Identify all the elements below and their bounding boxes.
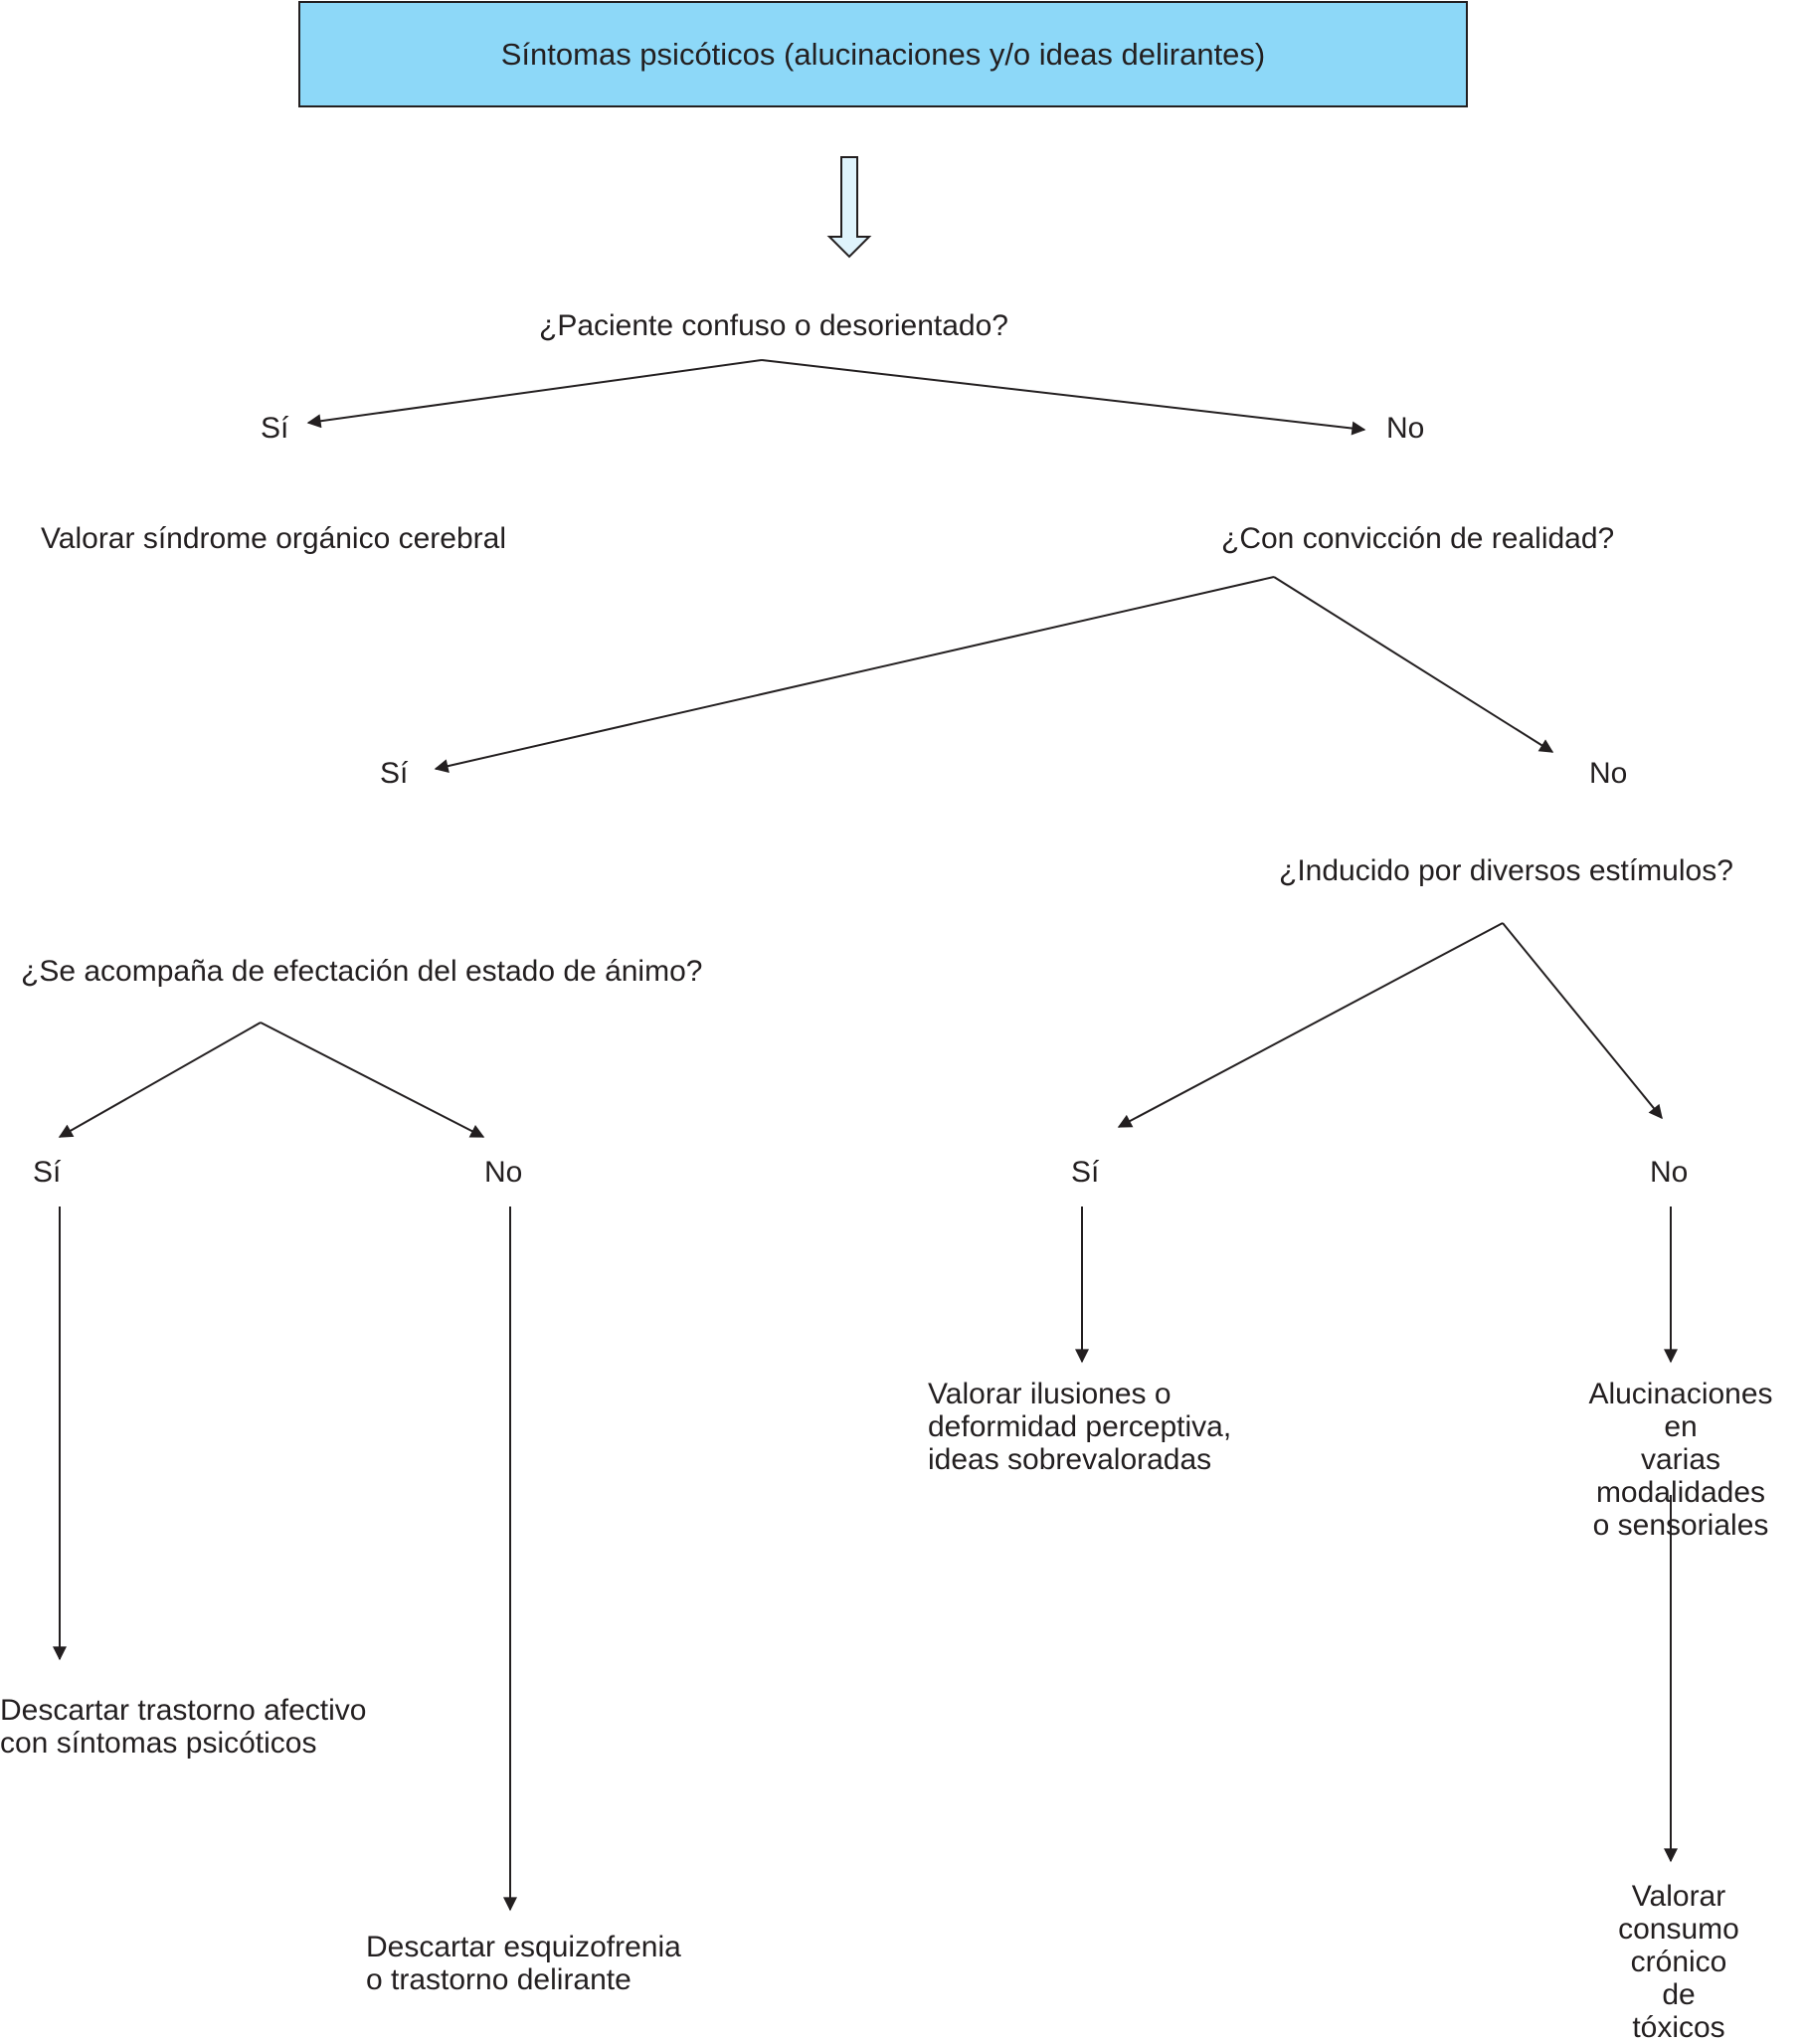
q1-yes-connector: [306, 359, 763, 429]
q3-question: ¿Se acompaña de efectación del estado de…: [21, 955, 703, 988]
q2-no-connector: [1273, 576, 1554, 753]
q3-yes-label: Sí: [33, 1156, 62, 1189]
q4-yes-label: Sí: [1071, 1156, 1100, 1189]
q4-yes-connector: [1117, 922, 1504, 1128]
q2-yes-label: Sí: [380, 757, 409, 790]
q1-question: ¿Paciente confuso o desorientado?: [539, 309, 1008, 342]
q1-no-label: No: [1386, 412, 1425, 445]
q2-no-label: No: [1589, 757, 1628, 790]
r3-yes-outcome: Descartar trastorno afectivo con síntoma…: [0, 1694, 367, 1760]
q1-yes-label: Sí: [261, 412, 289, 445]
r1-yes-outcome: Valorar síndrome orgánico cerebral: [41, 522, 507, 555]
q2-yes-connector: [434, 576, 1275, 774]
q2-question: ¿Con convicción de realidad?: [1221, 522, 1615, 555]
r3-no-outcome: Descartar esquizofrenia o trastorno deli…: [366, 1931, 681, 1996]
q4-no-label: No: [1650, 1156, 1689, 1189]
r4-no-outcome: Alucinaciones en varias modalidades o se…: [1588, 1378, 1773, 1542]
q3-yes-connector: [58, 1022, 262, 1138]
hollow-down-arrow-icon: [826, 156, 872, 259]
flowchart-connectors: [53, 156, 1678, 1912]
q4-no-connector: [1502, 922, 1663, 1120]
q1-no-connector: [761, 359, 1366, 436]
q3-no-connector: [260, 1022, 485, 1138]
r4-no-next-outcome: Valorar consumo crónico de tóxicos: [1618, 1880, 1739, 2044]
q3-no-label: No: [484, 1156, 523, 1189]
q4-question: ¿Inducido por diversos estímulos?: [1279, 854, 1733, 887]
title-box: Síntomas psicóticos (alucinaciones y/o i…: [298, 1, 1468, 107]
r4-yes-outcome: Valorar ilusiones o deformidad perceptiv…: [928, 1378, 1232, 1476]
title-text: Síntomas psicóticos (alucinaciones y/o i…: [500, 36, 1266, 72]
